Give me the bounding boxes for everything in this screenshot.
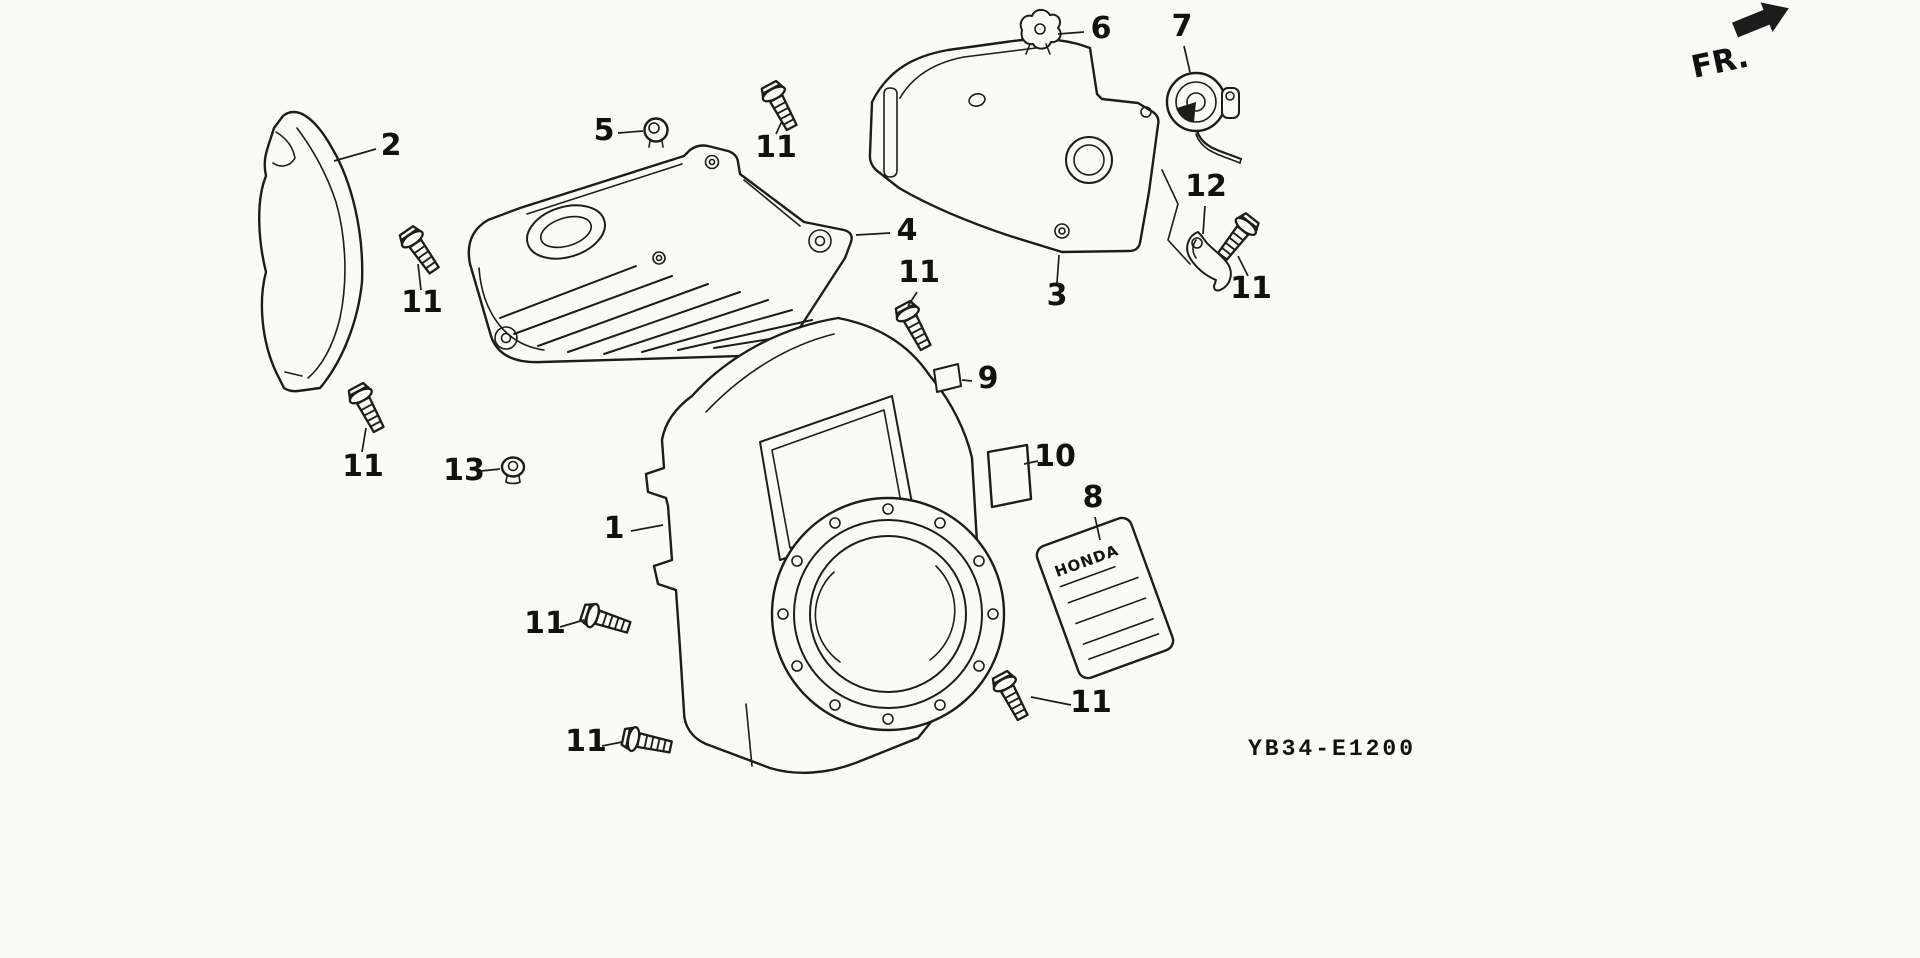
callout-leader-5-2	[617, 130, 644, 134]
callout-label-9-11: 9	[978, 361, 999, 396]
callout-label-11-3: 11	[755, 130, 797, 165]
callout-label-12-8: 12	[1185, 169, 1227, 204]
callout-leader-4-6	[855, 232, 891, 236]
callout-label-3-7: 3	[1047, 278, 1068, 313]
callout-label-11-9: 11	[1230, 271, 1272, 306]
callout-leader-13-15	[480, 468, 501, 472]
callout-leader-10-12	[1023, 460, 1039, 465]
callout-label-11-16: 11	[342, 449, 384, 484]
fr-direction-indicator: FR.	[1688, 2, 1789, 86]
callout-leader-2-0	[333, 148, 377, 162]
part-4-ribbed-plate	[467, 144, 853, 364]
part-2-side-cover	[258, 110, 364, 393]
fr-arrow-icon	[1732, 2, 1789, 38]
callout-leader-9-11	[961, 379, 973, 382]
bolt-11	[1211, 209, 1263, 265]
callout-leader-12-8	[1202, 205, 1206, 235]
callout-label-13-15: 13	[443, 453, 485, 488]
part-7-round-unit	[1165, 71, 1243, 164]
callout-leader-11-18	[601, 741, 623, 747]
callout-label-11-18: 11	[565, 724, 607, 759]
callout-leader-6-4	[1057, 31, 1085, 35]
part-12-hook	[1186, 231, 1232, 292]
callout-label-2-0: 2	[381, 128, 402, 163]
callout-label-1-14: 1	[604, 511, 625, 546]
bolt-11	[988, 667, 1035, 725]
callout-label-6-4: 6	[1091, 11, 1112, 46]
callout-leader-11-19	[1030, 696, 1072, 706]
callout-leader-8-13	[1094, 516, 1101, 541]
part-1-fan-cover	[644, 316, 1006, 774]
part-10-small-plate	[986, 443, 1033, 509]
callout-label-11-1: 11	[401, 285, 443, 320]
callout-label-5-2: 5	[594, 113, 615, 148]
part-5-nut	[643, 117, 669, 148]
callout-leader-11-16	[361, 427, 367, 453]
callout-label-11-10: 11	[898, 255, 940, 290]
bolt-11	[344, 379, 391, 437]
callout-label-10-12: 10	[1034, 439, 1076, 474]
callout-leader-1-14	[630, 524, 664, 532]
callout-leader-11-9	[1237, 255, 1249, 277]
diagram-code: YB34-E1200	[1248, 736, 1416, 762]
fr-label: FR.	[1688, 39, 1752, 86]
callout-label-7-5: 7	[1172, 9, 1193, 44]
break-line	[1161, 169, 1191, 265]
bolt-11	[619, 723, 675, 760]
callout-label-11-19: 11	[1070, 685, 1112, 720]
callout-leader-3-7	[1056, 254, 1060, 284]
part-13-nut	[500, 456, 526, 485]
callout-leader-11-1	[417, 263, 422, 291]
callout-label-8-13: 8	[1083, 480, 1104, 515]
part-3-air-guide-plate	[868, 38, 1160, 254]
callout-label-11-17: 11	[524, 606, 566, 641]
part-6-clip	[1019, 8, 1062, 55]
part-8-label-sticker: HONDA	[1035, 516, 1175, 680]
callout-leader-11-10	[907, 291, 918, 307]
callout-layer: 2 11 5 11 6 7 4 3 12 11 11 9 108 1 13 11 11 11 11	[333, 9, 1272, 759]
bolt-11	[395, 222, 446, 279]
callout-label-4-6: 4	[897, 213, 918, 248]
callout-leader-7-5	[1183, 45, 1191, 73]
callout-leader-11-17	[559, 619, 585, 628]
bolt-11	[577, 599, 634, 640]
callout-leader-11-3	[775, 120, 783, 135]
part-9-small-plate	[933, 363, 962, 393]
